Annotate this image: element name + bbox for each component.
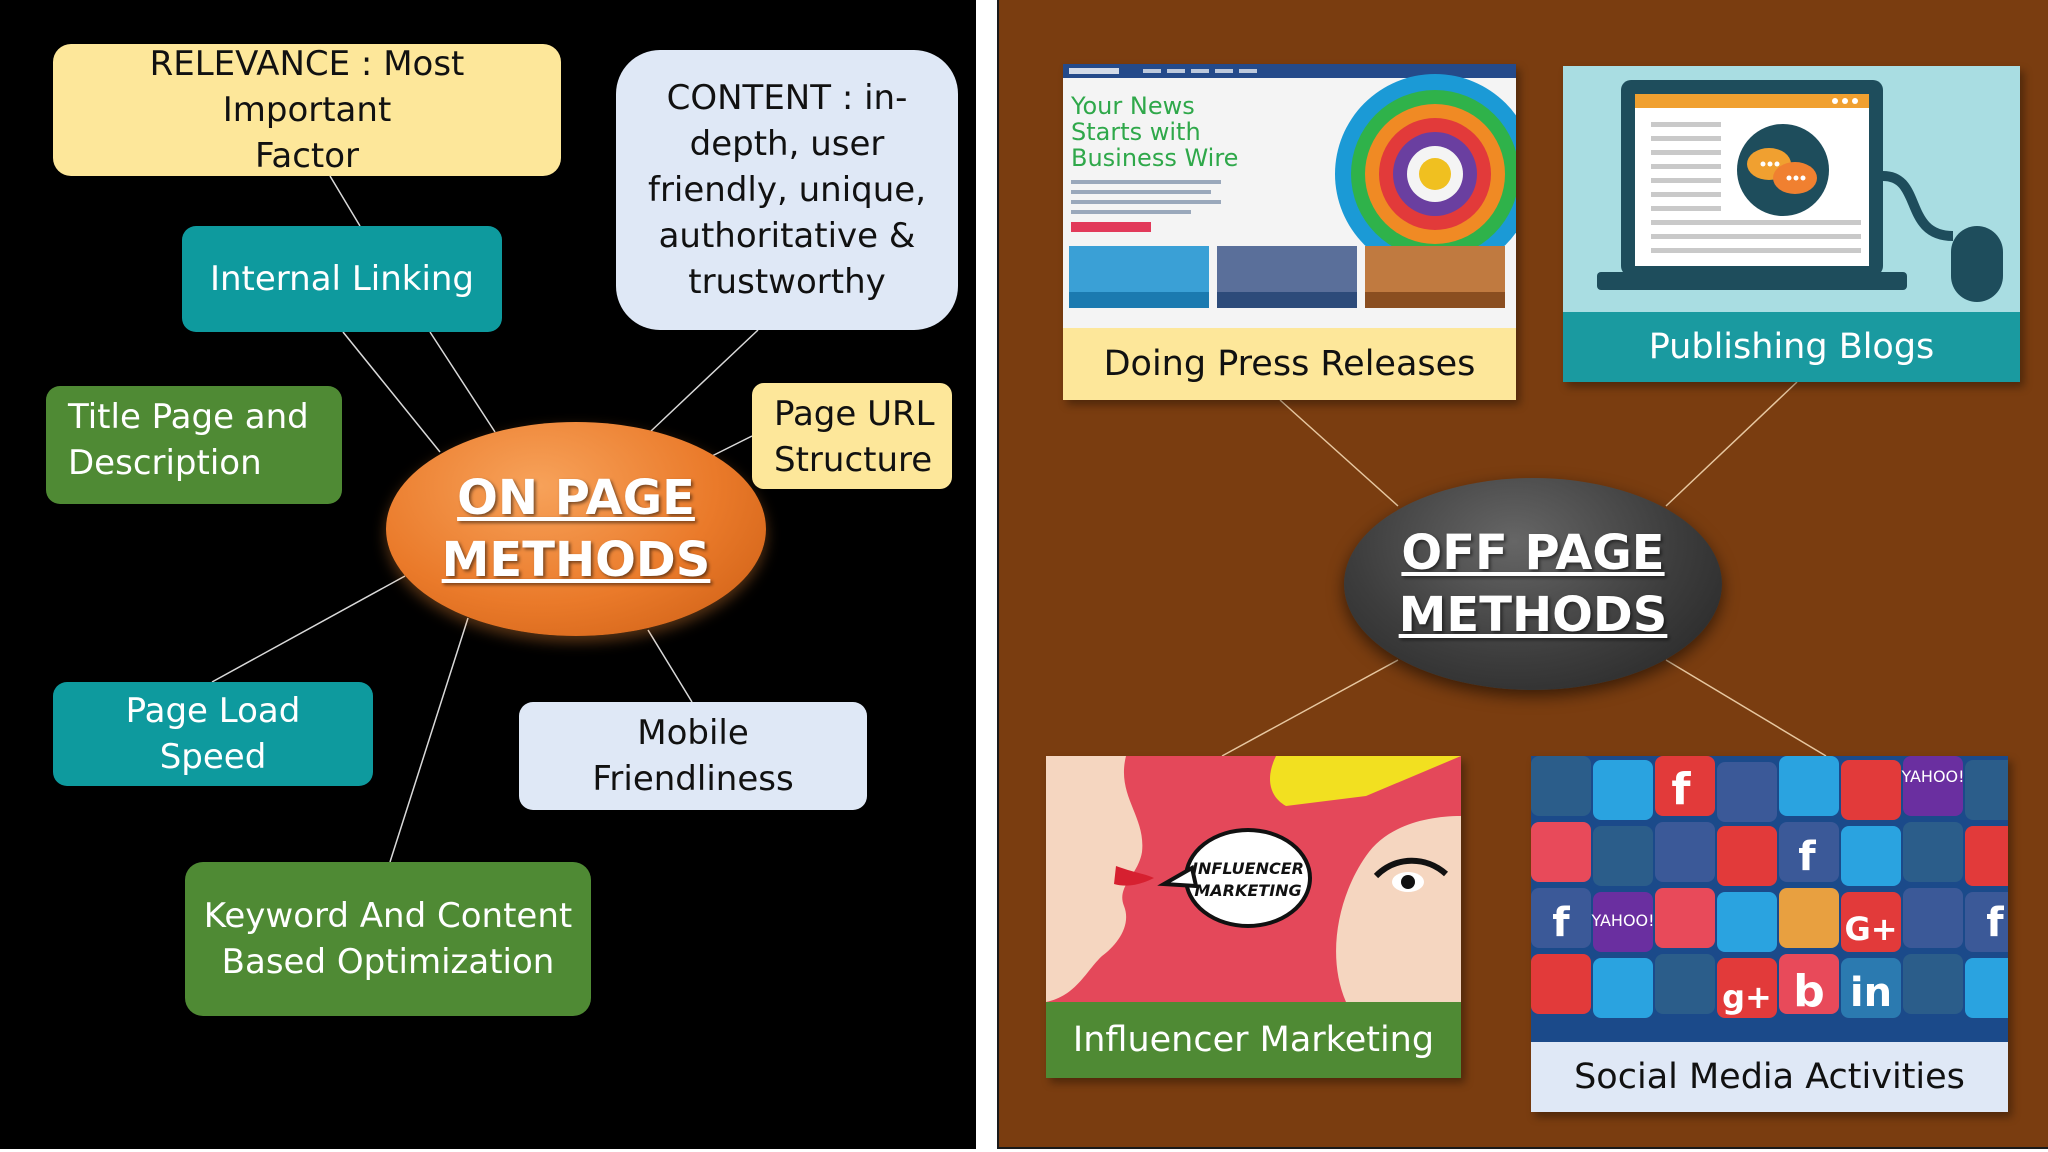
screenshot-headline-1: Your News [1070, 92, 1195, 120]
relevance-box: RELEVANCE : Most Important Factor [53, 44, 561, 176]
content-line1: CONTENT : in- [666, 78, 908, 118]
svg-text:f: f [1552, 900, 1570, 946]
social-media-card: f f f f g+ G+ b in YAHOO! YAHOO! Social … [1531, 756, 2008, 1112]
off-page-hub: OFF PAGE METHODS [1344, 478, 1722, 690]
connector-press [1279, 399, 1399, 507]
svg-text:f: f [1986, 900, 2004, 946]
page-load-speed-label: Page Load Speed [125, 691, 301, 777]
keyword-box: Keyword And Content Based Optimization [185, 862, 591, 1016]
connector-internal-linking-a [342, 331, 441, 453]
connector-social [1665, 659, 1827, 757]
page-load-speed-box: Page Load Speed [53, 682, 373, 786]
content-box: CONTENT : in- depth, user friendly, uniq… [616, 50, 958, 330]
title-page-line2: Description [68, 443, 262, 483]
content-line4: authoritative & [658, 216, 916, 256]
off-page-hub-line2: METHODS [1398, 587, 1668, 643]
page-url-line1: Page URL [774, 394, 935, 434]
title-page-line1: Title Page and [68, 397, 309, 437]
page-url-box: Page URL Structure [752, 383, 952, 489]
content-line2: depth, user [689, 124, 885, 164]
bubble-line1: INFLUENCER [1192, 859, 1304, 878]
connector-content [649, 329, 759, 433]
internal-linking-box: Internal Linking [182, 226, 502, 332]
press-release-screenshot-image: Your News Starts with Business Wire [1063, 64, 1516, 328]
connector-keyword [389, 617, 469, 863]
social-media-caption: Social Media Activities [1531, 1042, 2008, 1112]
title-page-box: Title Page and Description [46, 386, 342, 504]
connector-influencer [1221, 659, 1399, 757]
svg-text:f: f [1671, 764, 1691, 815]
influencer-card: INFLUENCER MARKETING Influencer Marketin… [1046, 756, 1461, 1078]
svg-text:g+: g+ [1722, 978, 1772, 1016]
relevance-line1: RELEVANCE : Most Important [149, 44, 465, 130]
connector-blogs [1665, 381, 1798, 507]
influencer-caption: Influencer Marketing [1046, 1002, 1461, 1078]
social-icons-collage-image: f f f f g+ G+ b in YAHOO! YAHOO! [1531, 756, 2008, 1042]
connector-mobile [647, 629, 693, 703]
on-page-hub: ON PAGE METHODS [386, 422, 766, 636]
connector-relevance [329, 175, 361, 227]
keyword-line2: Based Optimization [221, 942, 555, 982]
press-releases-caption: Doing Press Releases [1103, 344, 1476, 384]
on-page-hub-line2: METHODS [441, 532, 711, 588]
svg-text:in: in [1850, 970, 1892, 1016]
svg-text:b: b [1793, 966, 1825, 1017]
screenshot-headline-2: Starts with [1071, 118, 1201, 146]
off-page-hub-line1: OFF PAGE [1401, 525, 1665, 581]
blog-laptop-image [1563, 66, 2020, 312]
bubble-line2: MARKETING [1194, 881, 1301, 900]
svg-text:f: f [1798, 834, 1816, 880]
yahoo-label-2: YAHOO! [1590, 911, 1654, 930]
mobile-friendliness-box: Mobile Friendliness [519, 702, 867, 810]
connector-page-load [211, 575, 406, 683]
on-page-hub-line1: ON PAGE [457, 470, 695, 526]
blogs-caption: Publishing Blogs [1563, 312, 2020, 382]
influencer-illustration-image: INFLUENCER MARKETING [1046, 756, 1461, 1002]
press-releases-card: Your News Starts with Business Wire Doin… [1063, 64, 1516, 400]
yahoo-label-1: YAHOO! [1900, 767, 1964, 786]
internal-linking-label: Internal Linking [209, 259, 475, 299]
keyword-line1: Keyword And Content [203, 896, 573, 936]
mobile-friendliness-label: Mobile Friendliness [592, 713, 794, 799]
screenshot-headline-3: Business Wire [1071, 144, 1238, 172]
relevance-line2: Factor [254, 136, 360, 176]
connector-internal-linking-b [429, 331, 496, 433]
content-line3: friendly, unique, [647, 170, 927, 210]
content-line5: trustworthy [688, 262, 886, 302]
connector-page-url [711, 435, 753, 457]
blogs-card: Publishing Blogs [1563, 66, 2020, 382]
page-url-line2: Structure [774, 440, 933, 480]
svg-text:G+: G+ [1844, 910, 1897, 948]
